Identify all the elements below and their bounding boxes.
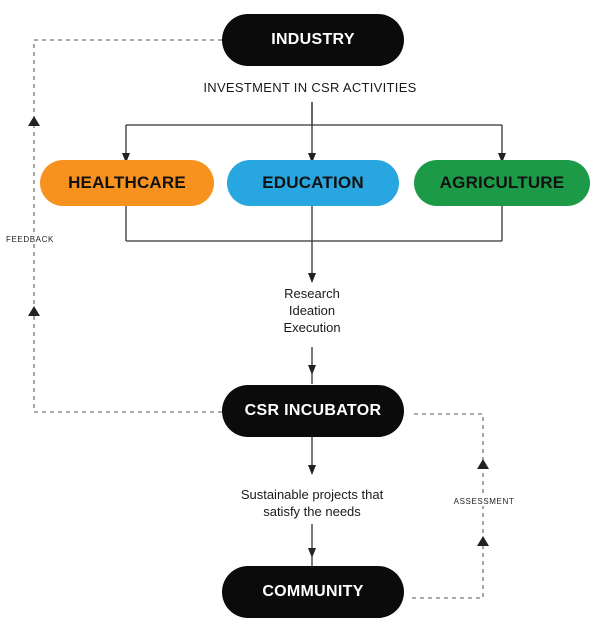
research-label: Research <box>284 286 340 301</box>
feedback-dashed-loop <box>33 39 222 413</box>
industry-label: INDUSTRY <box>271 31 355 48</box>
agriculture-node: AGRICULTURE <box>414 160 590 206</box>
assessment-label: ASSESSMENT <box>444 497 524 506</box>
healthcare-label: HEALTHCARE <box>68 173 186 192</box>
community-label: COMMUNITY <box>262 583 364 600</box>
assessment-arrow-lower <box>477 536 489 546</box>
ideation-label: Ideation <box>288 303 336 318</box>
feedback-arrow-lower <box>28 306 40 316</box>
sustainable-label-line2: satisfy the needs <box>263 504 361 519</box>
assessment-arrow-upper <box>477 459 489 469</box>
execution-label: Execution <box>283 320 341 335</box>
healthcare-node: HEALTHCARE <box>40 160 214 206</box>
investment-label: INVESTMENT IN CSR ACTIVITIES <box>203 80 417 95</box>
community-node: COMMUNITY <box>222 566 404 618</box>
agriculture-label: AGRICULTURE <box>439 173 565 192</box>
csr-incubator-node: CSR INCUBATOR <box>222 385 404 437</box>
assessment-dashed-loop <box>412 413 484 599</box>
csr-incubator-label: CSR INCUBATOR <box>244 402 382 419</box>
industry-node: INDUSTRY <box>222 14 404 66</box>
feedback-label: FEEDBACK <box>6 235 66 244</box>
education-node: EDUCATION <box>227 160 399 206</box>
sustainable-label-line1: Sustainable projects that <box>240 487 384 502</box>
feedback-arrow-upper <box>28 116 40 126</box>
education-label: EDUCATION <box>262 173 364 192</box>
